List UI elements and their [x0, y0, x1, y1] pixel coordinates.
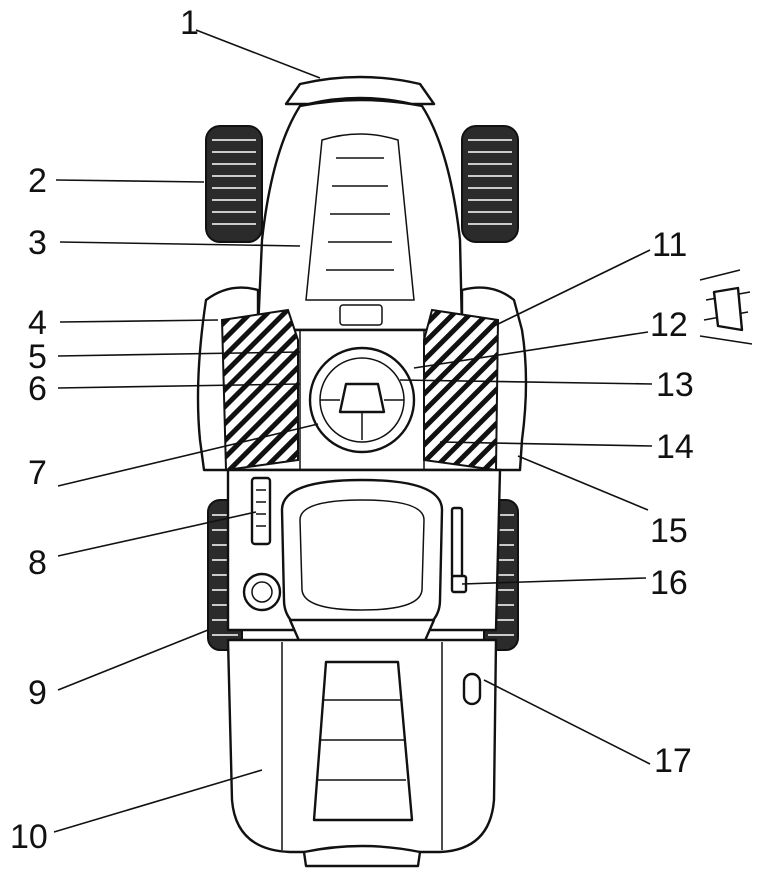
callout-14: 14: [656, 428, 694, 466]
callout-4: 4: [28, 304, 47, 342]
callout-7: 7: [28, 454, 47, 492]
right-lever: [450, 506, 468, 594]
front-bumper: [284, 75, 436, 106]
hood: [256, 98, 464, 332]
callout-13: 13: [656, 366, 694, 404]
front-right-tire: [461, 125, 519, 243]
callout-5: 5: [28, 338, 47, 376]
callout-15: 15: [650, 512, 688, 550]
inset-detail: [699, 269, 753, 345]
callout-2: 2: [28, 162, 47, 200]
callout-16: 16: [650, 564, 688, 602]
callout-10: 10: [10, 818, 48, 856]
callout-8: 8: [28, 544, 47, 582]
steering-wheel: [308, 346, 416, 454]
grass-collector: [226, 638, 498, 868]
callout-17: 17: [654, 742, 692, 780]
callout-6: 6: [28, 370, 47, 408]
leader-lines: [53, 29, 653, 833]
callout-12: 12: [650, 306, 688, 344]
right-footrest: [423, 308, 500, 472]
left-footrest: [220, 308, 299, 472]
callout-3: 3: [28, 224, 47, 262]
seat: [280, 478, 444, 654]
callout-9: 9: [28, 674, 47, 712]
callout-11: 11: [652, 226, 688, 264]
left-lever: [250, 476, 272, 546]
fuel-cap: [242, 572, 282, 612]
front-left-tire: [205, 125, 263, 243]
callout-1: 1: [180, 4, 199, 42]
